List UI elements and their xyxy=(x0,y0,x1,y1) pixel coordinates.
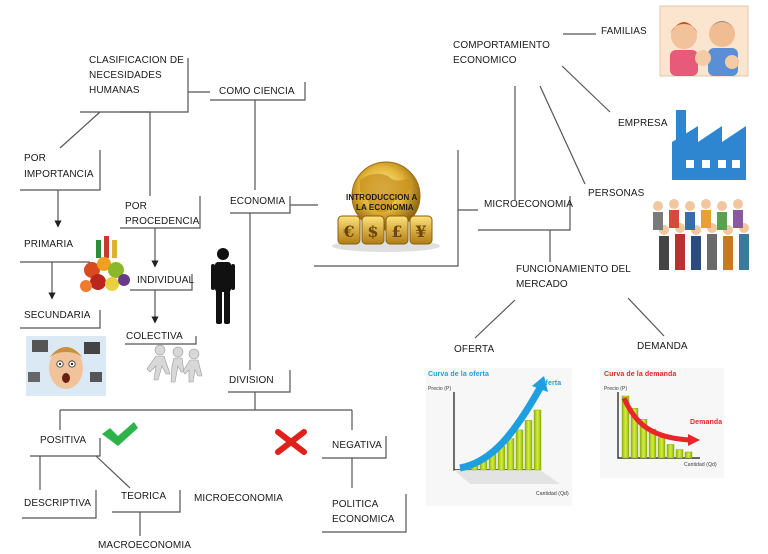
svg-text:£: £ xyxy=(391,222,402,241)
secundaria-label: SECUNDARIA xyxy=(24,309,91,323)
empresa-label: EMPRESA xyxy=(618,117,668,131)
chart-bar xyxy=(525,420,532,470)
check-icon xyxy=(102,422,138,446)
por-procedencia-label-line1: POR xyxy=(125,200,147,214)
chart-bar xyxy=(507,439,514,470)
center-title-line1: INTRODUCCION A xyxy=(346,193,417,203)
svg-text:€: € xyxy=(342,222,354,241)
microeconomia-right-label: MICROECONOMIA xyxy=(484,198,573,212)
oferta-chart-ylabel: Precio (P) xyxy=(428,386,451,392)
comportamiento-label-line2: ECONOMICO xyxy=(453,54,517,68)
oferta-label: OFERTA xyxy=(454,343,494,357)
politica-label-line1: POLITICA xyxy=(332,498,378,512)
group-figures-icon xyxy=(147,345,202,382)
familias-label: FAMILIAS xyxy=(601,25,647,39)
family-icon xyxy=(660,6,748,76)
negativa-label: NEGATIVA xyxy=(332,439,382,453)
overwhelmed-man-icon xyxy=(26,336,106,396)
por-procedencia-label-line2: PROCEDENCIA xyxy=(125,215,199,229)
chart-bar xyxy=(676,450,683,458)
macroeconomia-label: MACROECONOMIA xyxy=(98,539,191,553)
descriptiva-label: DESCRIPTIVA xyxy=(24,497,91,511)
demanda-chart-ylabel: Precio (P) xyxy=(604,386,627,392)
clasificacion-label-line3: HUMANAS xyxy=(89,84,140,98)
oferta-chart-title: Curva de la oferta xyxy=(428,370,489,379)
svg-text:$: $ xyxy=(367,222,378,241)
oferta-chart-xlabel: Cantidad (Qd) xyxy=(536,491,569,497)
positiva-label: POSITIVA xyxy=(40,434,86,448)
chart-bar xyxy=(534,410,541,470)
como-ciencia-label: COMO CIENCIA xyxy=(219,85,295,99)
individual-label: INDIVIDUAL xyxy=(137,274,194,288)
demanda-chart-xlabel: Cantidad (Qd) xyxy=(684,462,717,468)
oferta-curve-label: Oferta xyxy=(540,379,561,388)
svg-text:¥: ¥ xyxy=(415,222,426,241)
economia-label: ECONOMIA xyxy=(230,195,285,209)
chart-bar xyxy=(667,444,674,458)
cross-icon xyxy=(278,432,304,452)
chart-bar xyxy=(658,438,665,458)
division-label: DIVISION xyxy=(229,374,274,388)
microeconomia-left-label: MICROECONOMIA xyxy=(194,492,283,506)
crowd-icon xyxy=(653,199,749,270)
por-importancia-label-line2: IMPORTANCIA xyxy=(24,168,94,182)
factory-icon xyxy=(672,110,746,180)
demanda-chart-title: Curva de la demanda xyxy=(604,370,676,379)
clasificacion-label-line1: CLASIFICACION DE xyxy=(89,54,184,68)
center-title-line2: LA ECONOMIA xyxy=(356,203,414,213)
demanda-curve-label: Demanda xyxy=(690,418,722,427)
fruit-basket-icon xyxy=(80,236,130,292)
comportamiento-label-line1: COMPORTAMIENTO xyxy=(453,39,550,53)
politica-label-line2: ECONOMICA xyxy=(332,513,395,527)
funcionamiento-label-line1: FUNCIONAMIENTO DEL xyxy=(516,263,631,277)
primaria-label: PRIMARIA xyxy=(24,238,73,252)
chart-bar xyxy=(685,452,692,458)
demanda-label: DEMANDA xyxy=(637,340,688,354)
funcionamiento-label-line2: MERCADO xyxy=(516,278,568,292)
clasificacion-label-line2: NECESIDADES xyxy=(89,69,162,83)
colectiva-label: COLECTIVA xyxy=(126,330,183,344)
teorica-label: TEORICA xyxy=(121,490,166,504)
person-silhouette-icon xyxy=(211,248,235,324)
personas-label: PERSONAS xyxy=(588,187,644,201)
chart-bar xyxy=(516,430,523,470)
por-importancia-label-line1: POR xyxy=(24,152,46,166)
